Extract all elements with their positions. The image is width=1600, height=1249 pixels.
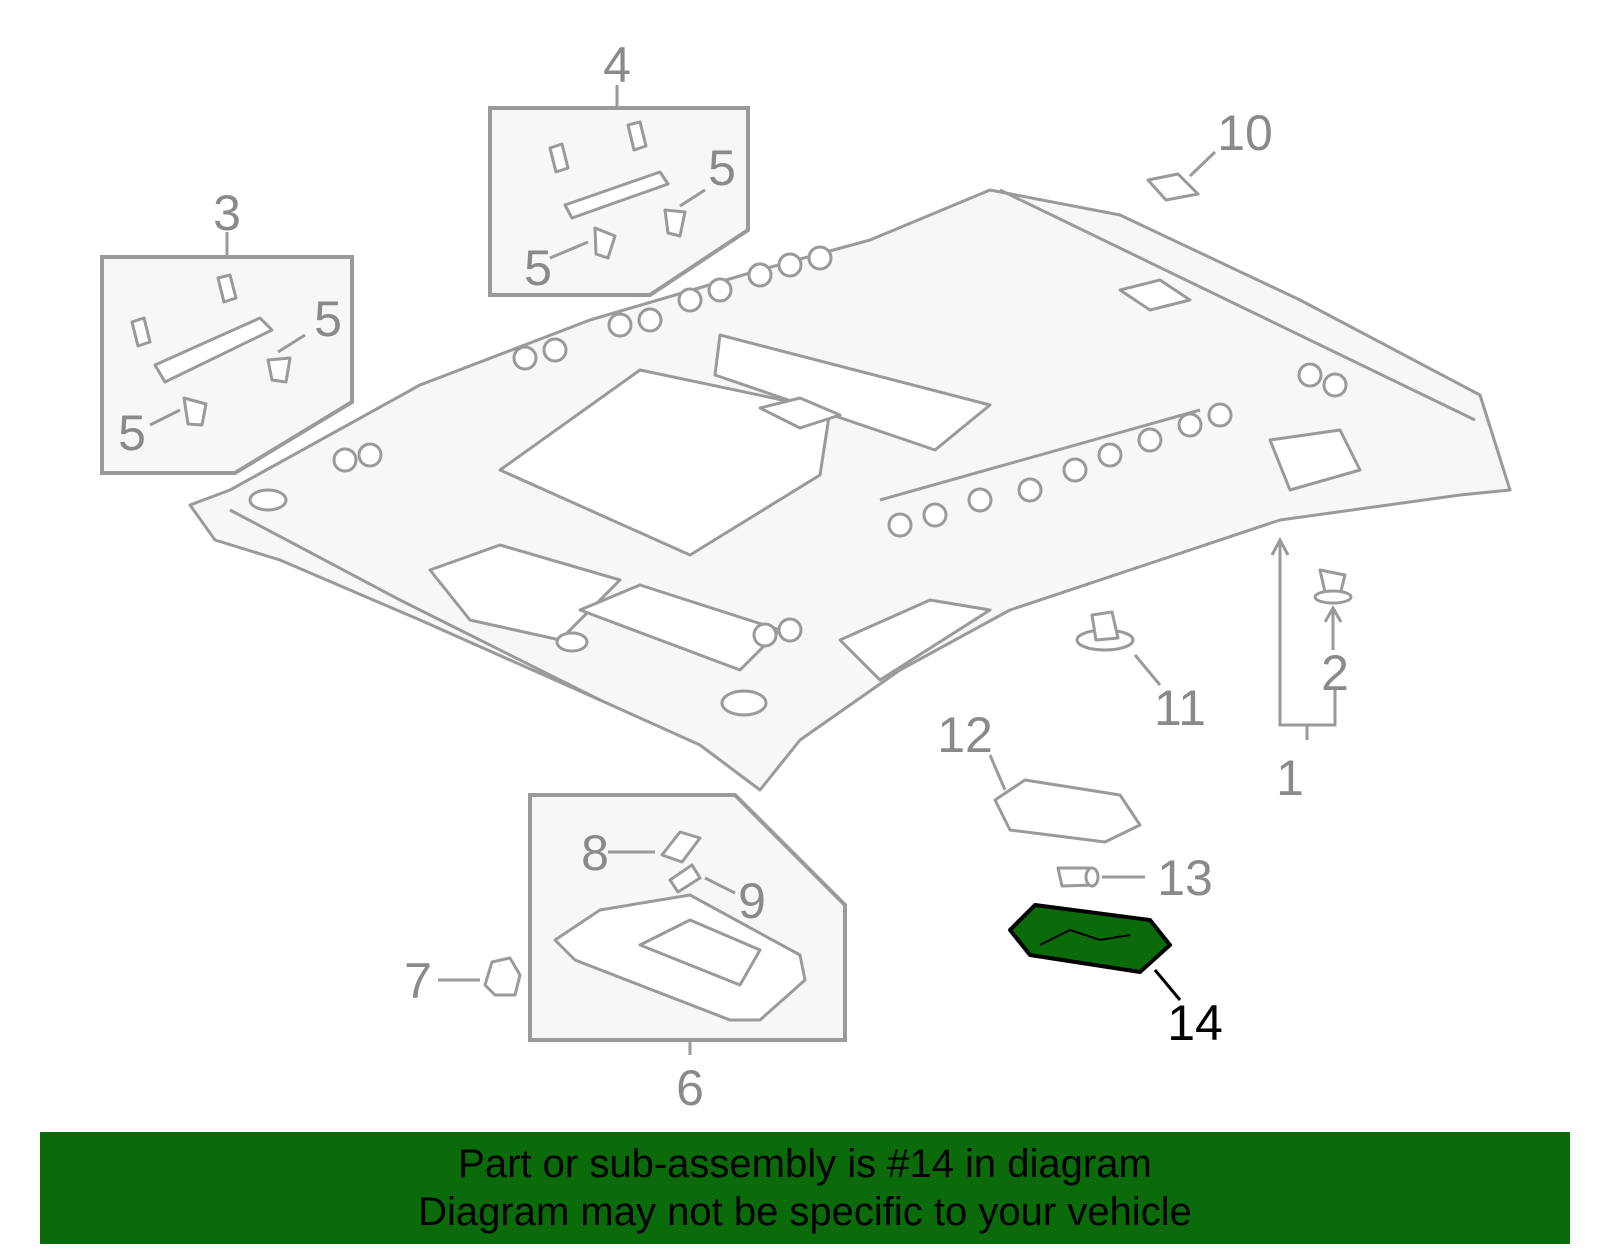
callout-5-a: 5 <box>314 291 342 347</box>
callout-8: 8 <box>581 825 609 881</box>
callout-1: 1 <box>1276 750 1304 806</box>
callout-2: 2 <box>1321 645 1349 701</box>
banner-line-1: Part or sub-assembly is #14 in diagram <box>458 1142 1152 1186</box>
clip-part-2[interactable] <box>1313 568 1353 605</box>
callout-13: 13 <box>1157 850 1213 906</box>
bulb-part-9[interactable] <box>668 863 702 894</box>
banner-line-2: Diagram may not be specific to your vehi… <box>418 1190 1192 1234</box>
callout-5-b: 5 <box>118 405 146 461</box>
clip-part-11[interactable] <box>1075 610 1135 652</box>
callout-3: 3 <box>213 185 241 241</box>
info-banner: Part or sub-assembly is #14 in diagram D… <box>40 1132 1570 1244</box>
callout-10: 10 <box>1217 105 1273 161</box>
holder-part-7[interactable] <box>483 956 522 997</box>
sun-visor-part-6[interactable] <box>553 893 807 1022</box>
callout-5-d: 5 <box>524 240 552 296</box>
headliner-part-1[interactable] <box>188 188 1512 792</box>
callout-14: 14 <box>1167 995 1223 1051</box>
callout-7: 7 <box>404 953 432 1009</box>
parts-diagram: 1 2 3 5 5 4 5 5 10 11 <box>100 37 1512 1116</box>
dome-lamp-part-12[interactable] <box>993 778 1142 844</box>
grip-handle-part-4[interactable] <box>548 120 687 260</box>
callout-9: 9 <box>738 873 766 929</box>
lens-part-14[interactable] <box>1008 903 1172 974</box>
cover-part-10[interactable] <box>1146 172 1200 202</box>
cover-part-8[interactable] <box>660 830 702 864</box>
grip-handle-part-3[interactable] <box>130 273 292 427</box>
bulb-part-13[interactable] <box>1056 866 1100 888</box>
callout-4: 4 <box>603 37 631 93</box>
callout-11: 11 <box>1154 680 1206 736</box>
callout-5-c: 5 <box>708 140 736 196</box>
callout-12: 12 <box>937 707 993 763</box>
callout-6: 6 <box>676 1060 704 1116</box>
